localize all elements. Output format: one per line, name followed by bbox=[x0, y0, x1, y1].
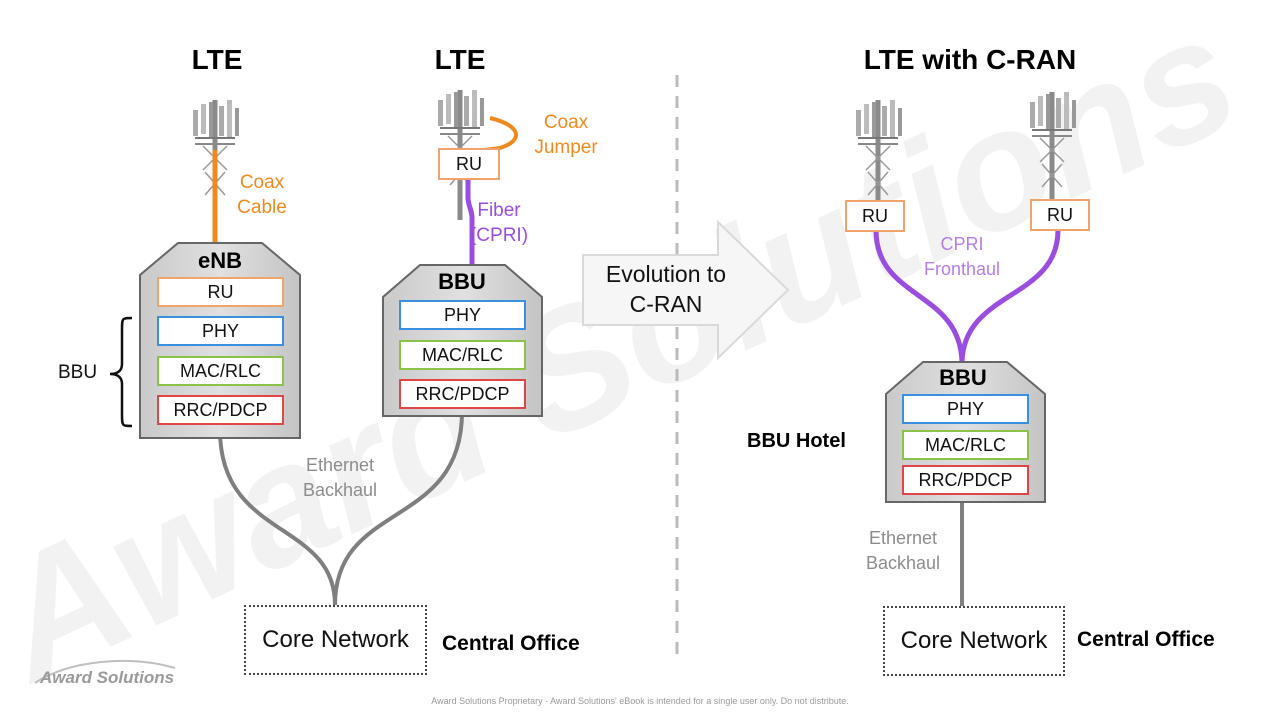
title-lte-cran: LTE with C-RAN bbox=[863, 44, 1077, 75]
bbu-mid-mac-rlc: MAC/RLC bbox=[399, 340, 526, 370]
cpri-fronthaul-label: CPRI Fronthaul bbox=[912, 232, 1012, 282]
enb-phy: PHY bbox=[157, 316, 284, 346]
ethernet-right-line1: Ethernet bbox=[868, 528, 938, 548]
enb-ru: RU bbox=[157, 277, 284, 307]
evolution-arrow-icon bbox=[582, 219, 790, 361]
coax-jumper-label-line2: Jumper bbox=[534, 137, 598, 158]
bbu-brace bbox=[109, 316, 133, 428]
enb-title: eNB bbox=[197, 248, 242, 273]
evolution-label-line2: C-RAN bbox=[629, 291, 703, 317]
enb-mac-rlc: MAC/RLC bbox=[157, 356, 284, 386]
ru-mid: RU bbox=[438, 148, 500, 180]
ethernet-backhaul-label-right: Ethernet Backhaul bbox=[853, 526, 953, 576]
central-office-right: Central Office bbox=[1077, 628, 1215, 651]
bbu-mid-phy: PHY bbox=[399, 300, 526, 330]
ru-right-a: RU bbox=[845, 200, 905, 232]
ethernet-right-line2: Backhaul bbox=[865, 553, 941, 573]
fiber-cpri-line bbox=[465, 180, 475, 265]
title-lte-mid: LTE bbox=[434, 44, 486, 75]
coax-jumper-line bbox=[467, 116, 518, 154]
cpri-fronthaul-right bbox=[959, 229, 1061, 363]
enb-rrc-pdcp: RRC/PDCP bbox=[157, 395, 284, 425]
ethernet-backhaul-label-left: Ethernet Backhaul bbox=[290, 453, 390, 503]
cpri-label-line2: Fronthaul bbox=[923, 259, 1001, 279]
bbu-mid-title: BBU bbox=[438, 269, 486, 294]
coax-jumper-label: Coax Jumper bbox=[526, 110, 606, 160]
cpri-fronthaul-left bbox=[873, 229, 965, 363]
bbu-right-phy: PHY bbox=[902, 394, 1029, 424]
ru-right-b: RU bbox=[1030, 199, 1090, 231]
ethernet-backhaul-mid bbox=[333, 411, 464, 606]
fiber-label-line2: (CPRI) bbox=[469, 225, 529, 246]
coax-cable-label-line2: Cable bbox=[237, 197, 287, 218]
fiber-cpri-label: Fiber (CPRI) bbox=[464, 198, 534, 248]
core-network-right: Core Network bbox=[883, 606, 1065, 676]
bbu-brace-label: BBU bbox=[58, 362, 98, 383]
footer-disclaimer: Award Solutions Proprietary - Award Solu… bbox=[431, 696, 849, 706]
core-network-left: Core Network bbox=[244, 605, 427, 675]
award-solutions-logo-text: Award Solutions bbox=[40, 668, 175, 687]
ethernet-backhaul-left bbox=[218, 429, 337, 606]
ethernet-left-line2: Backhaul bbox=[302, 480, 378, 500]
bbu-mid-rrc-pdcp: RRC/PDCP bbox=[399, 379, 526, 409]
bbu-hotel-label: BBU Hotel bbox=[747, 430, 846, 452]
bbu-right-mac-rlc: MAC/RLC bbox=[902, 430, 1029, 460]
evolution-label-line1: Evolution to bbox=[605, 261, 727, 287]
award-solutions-logo bbox=[34, 659, 176, 684]
title-lte-left: LTE bbox=[191, 44, 243, 75]
fiber-label-line1: Fiber bbox=[477, 200, 521, 221]
coax-cable-label: Coax Cable bbox=[222, 170, 302, 220]
cpri-label-line1: CPRI bbox=[940, 234, 984, 254]
ethernet-left-line1: Ethernet bbox=[305, 455, 375, 475]
coax-jumper-label-line1: Coax bbox=[543, 112, 589, 133]
bbu-right-rrc-pdcp: RRC/PDCP bbox=[902, 465, 1029, 495]
bbu-right-title: BBU bbox=[939, 365, 987, 390]
central-office-left: Central Office bbox=[442, 632, 580, 655]
evolution-label: Evolution to C-RAN bbox=[590, 259, 742, 319]
coax-cable-label-line1: Coax bbox=[239, 172, 285, 193]
